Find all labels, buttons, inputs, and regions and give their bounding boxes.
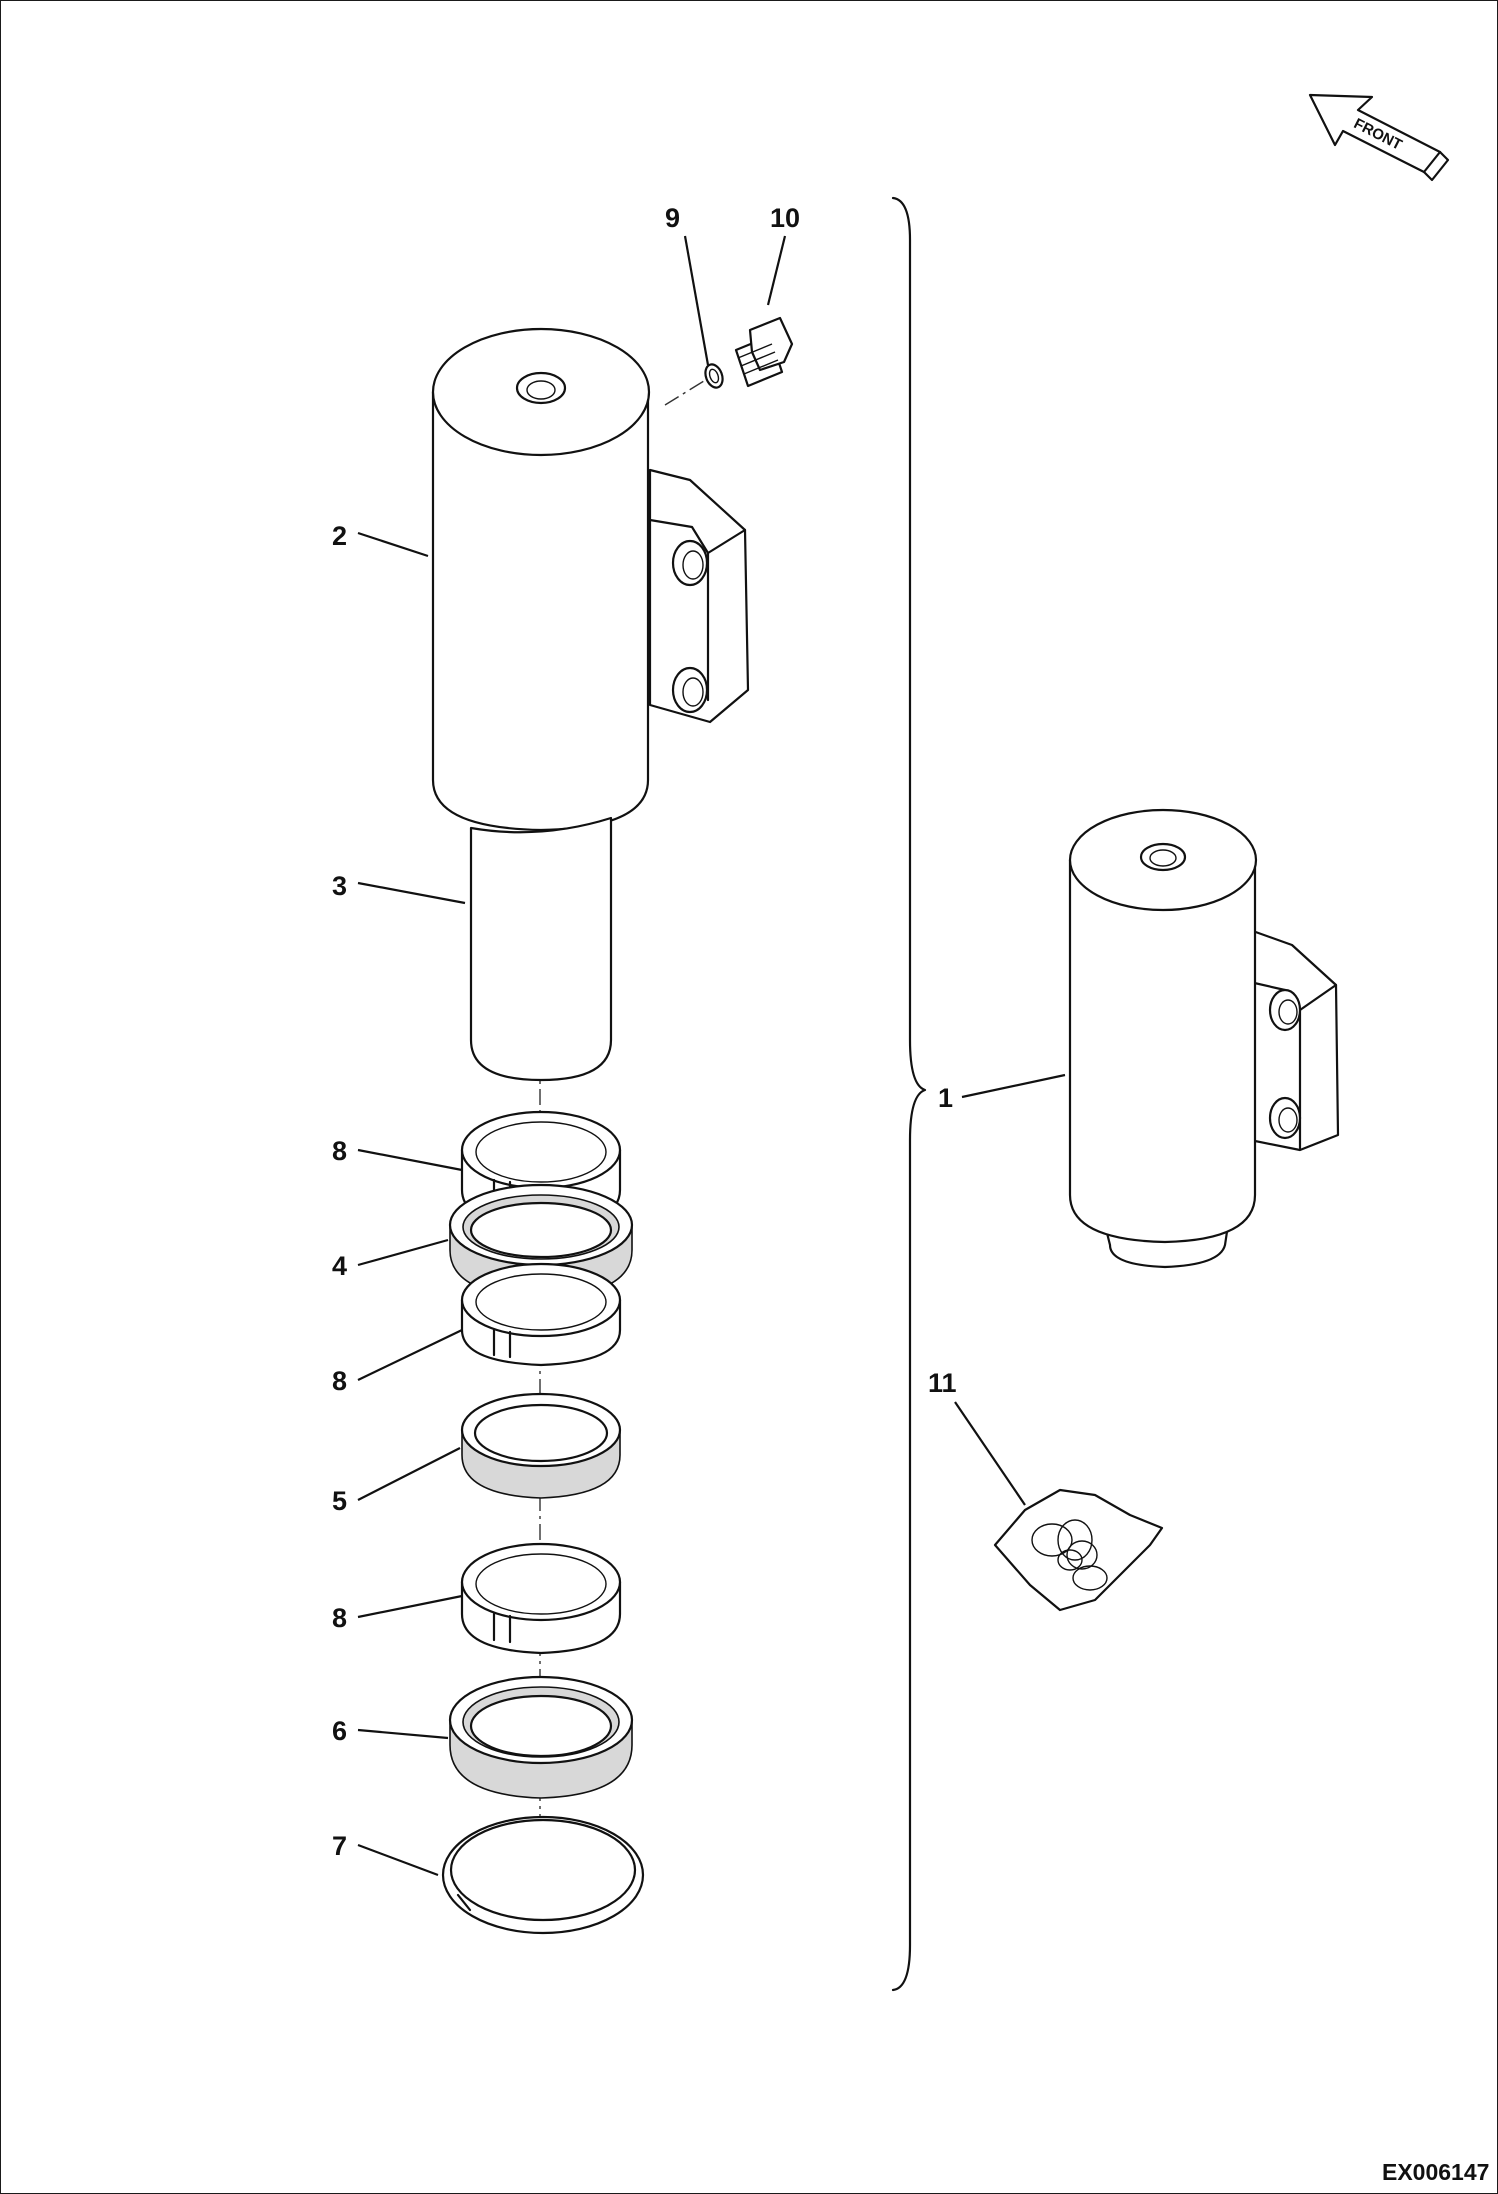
- part-10-plug: [734, 316, 794, 388]
- part-6-packing: [448, 1675, 634, 1799]
- callout-8-middle: 8: [332, 1366, 347, 1396]
- part-7-snap-ring: [441, 1815, 645, 1935]
- part-11-seal-kit: [993, 1488, 1164, 1612]
- part-3-rod: [469, 816, 613, 1082]
- part-1-assembly: [1068, 808, 1340, 1269]
- callouts: 2 3 8 4 8 5 8 6 7 9 10 1 11: [332, 203, 957, 1861]
- callout-1: 1: [938, 1083, 953, 1113]
- part-9-o-ring: [704, 363, 724, 389]
- leader-lines: [357, 235, 1066, 1877]
- part-2-housing: [431, 327, 750, 832]
- port-axis: [664, 375, 713, 406]
- callout-8-upper: 8: [332, 1136, 347, 1166]
- part-8-bushing-lower: [460, 1542, 622, 1655]
- front-direction-arrow: FRONT: [1308, 93, 1450, 182]
- part-5-ring: [460, 1392, 622, 1499]
- assembly-brace: [891, 196, 927, 1992]
- part-4-seal: [448, 1183, 634, 1299]
- callout-10: 10: [770, 203, 800, 233]
- callout-2: 2: [332, 521, 347, 551]
- callout-6: 6: [332, 1716, 347, 1746]
- callout-3: 3: [332, 871, 347, 901]
- part-8-bushing-middle: [460, 1262, 622, 1367]
- callout-4: 4: [332, 1251, 347, 1281]
- callout-5: 5: [332, 1486, 347, 1516]
- callout-9: 9: [665, 203, 680, 233]
- callout-8-lower: 8: [332, 1603, 347, 1633]
- drawing-code: EX006147: [1382, 2159, 1489, 2185]
- callout-7: 7: [332, 1831, 347, 1861]
- callout-11: 11: [928, 1368, 957, 1398]
